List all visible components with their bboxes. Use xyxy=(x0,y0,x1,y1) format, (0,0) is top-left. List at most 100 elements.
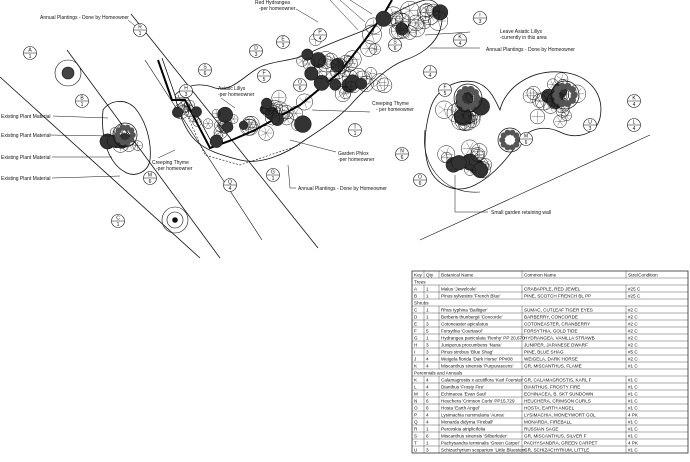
schedule-cell: Heuchera 'Crimson Curls' PP15,729 xyxy=(441,398,515,403)
callout-key: Q xyxy=(228,180,232,186)
schedule-cell: Calamagrostis x acutiflora 'Karl Foerste… xyxy=(441,377,524,382)
schedule-cell: 1 xyxy=(426,335,429,340)
callout-qty: 4 xyxy=(633,126,636,132)
schedule-cell: Pinus strobus 'Blue Shag' xyxy=(441,349,493,354)
label-garden-phlox-note: -per homeowner xyxy=(338,157,375,163)
plant-callout: K4 xyxy=(627,94,641,108)
schedule-cell: Miscanthus sinensis 'Purpurascens' xyxy=(441,363,514,368)
schedule-cell: GR, MISCANTHUS, SILVER F xyxy=(524,433,587,438)
callout-key: K xyxy=(632,96,636,102)
plant-symbol xyxy=(535,92,554,111)
schedule-cell: Schizachyrium scoparium 'Little Bluestem… xyxy=(441,447,527,452)
callout-key: O xyxy=(298,80,302,86)
label-creeping-thyme-right: Creeping Thyme xyxy=(372,101,409,107)
callout-key: M xyxy=(148,173,152,179)
bed-outline-left xyxy=(102,101,151,175)
schedule-cell: 3 xyxy=(426,447,429,452)
schedule-cell: 1 xyxy=(426,440,429,445)
callout-qty: 6 xyxy=(401,155,404,161)
schedule-section-row: Shrubs xyxy=(412,298,688,305)
plant-symbol xyxy=(304,66,319,81)
schedule-cell: 1 xyxy=(426,286,429,291)
schedule-cell: Common Name xyxy=(524,272,557,277)
schedule-cell: G xyxy=(414,335,418,340)
callout-qty: 1 xyxy=(272,176,275,182)
schedule-cell: P xyxy=(414,412,417,417)
label-red-hydrangea: Red Hydrangea xyxy=(255,0,290,6)
label-garden-phlox: Garden Phlox xyxy=(338,151,369,157)
schedule-cell: #2 C xyxy=(628,335,638,340)
callout-key: P xyxy=(318,30,322,36)
plant-callout: M6 xyxy=(143,171,157,185)
schedule-cell: A xyxy=(414,286,418,291)
label-creeping-thyme-right-note: - per homeowner xyxy=(376,107,414,113)
plant-callout: Q4 xyxy=(223,178,237,192)
schedule-cell: PINE, BLUE SHAG xyxy=(524,349,564,354)
callout-key: N xyxy=(400,149,404,155)
plant-callout: F5 xyxy=(257,69,271,83)
callout-key: E xyxy=(281,37,285,43)
plant-callout: T1 xyxy=(348,123,362,137)
schedule-cell: J xyxy=(414,356,416,361)
schedule-cell: SUMAC, CUTLEAF TIGER EYES xyxy=(524,307,593,312)
label-existing-plant-2: Existing Plant Material xyxy=(1,133,50,139)
schedule-cell: E xyxy=(414,321,417,326)
schedule-cell: H xyxy=(414,342,417,347)
schedule-cell: GR, MISCANTHUS, FLAME xyxy=(524,363,582,368)
callout-qty: 5 xyxy=(263,77,266,83)
schedule-cell: DIANTHUS, FROSTY FIRE xyxy=(524,384,580,389)
plant-callout: O6 xyxy=(293,78,307,92)
schedule-cell: Rhus typhina 'Bailtiger' xyxy=(441,307,488,312)
schedule-cell: COTONEASTER, CRANBERRY xyxy=(524,321,590,326)
schedule-cell: R xyxy=(414,426,418,431)
label-annual-plantings-top-left: Annual Plantings - Done by Homeowner xyxy=(40,15,129,21)
schedule-cell: #1 C xyxy=(628,447,638,452)
schedule-cell: #2 C xyxy=(628,307,638,312)
schedule-cell: L xyxy=(414,384,417,389)
plant-symbol xyxy=(529,109,545,125)
schedule-cell: 6 xyxy=(426,433,429,438)
callout-key: C xyxy=(116,216,120,222)
schedule-cell: B xyxy=(414,293,417,298)
schedule-cell: Lysimachia nummularia 'Aurea' xyxy=(441,412,504,417)
callout-qty: 4 xyxy=(319,36,322,42)
schedule-cell: JUNIPER, JAPANESE DWARF xyxy=(524,342,588,347)
schedule-cell: 3 xyxy=(426,342,429,347)
callout-qty: 3 xyxy=(282,43,285,49)
schedule-cell: K xyxy=(414,363,418,368)
callout-qty: 6 xyxy=(394,46,397,52)
plant-symbol xyxy=(238,120,249,130)
callout-key: F xyxy=(262,71,265,77)
schedule-cell: #1 C xyxy=(628,405,638,410)
schedule-cell: 6 xyxy=(426,391,429,396)
callout-key: D xyxy=(254,46,258,52)
label-annual-plantings-bottom: Annual Plantings - Done by Homeowner xyxy=(298,186,387,192)
schedule-cell: I xyxy=(414,349,415,354)
plant-callout: E3 xyxy=(276,35,290,49)
plant-callout: R1 xyxy=(133,23,147,37)
plant-callout: S6 xyxy=(388,38,402,52)
plant-symbol xyxy=(553,114,567,129)
label-leave-asiatic-lilies-note: -currently in this area xyxy=(500,35,547,41)
schedule-section-row: Perennials and Annuals xyxy=(412,368,688,375)
plant-symbol xyxy=(209,134,224,148)
schedule-cell: PACHYSANDRA, GREEN CARPET xyxy=(524,440,598,445)
plant-callout: H3 xyxy=(179,84,193,98)
plant-symbol xyxy=(360,40,377,57)
plant-symbol xyxy=(522,88,538,104)
schedule-cell: #2 C xyxy=(628,321,638,326)
callout-key: M xyxy=(524,134,528,140)
plant-callout: F5 xyxy=(438,83,452,97)
plant-symbol xyxy=(270,112,284,126)
schedule-section-title: Perennials and Annuals xyxy=(414,370,463,375)
schedule-cell: Pachysandra terminalis 'Green Carpet' xyxy=(441,440,520,445)
